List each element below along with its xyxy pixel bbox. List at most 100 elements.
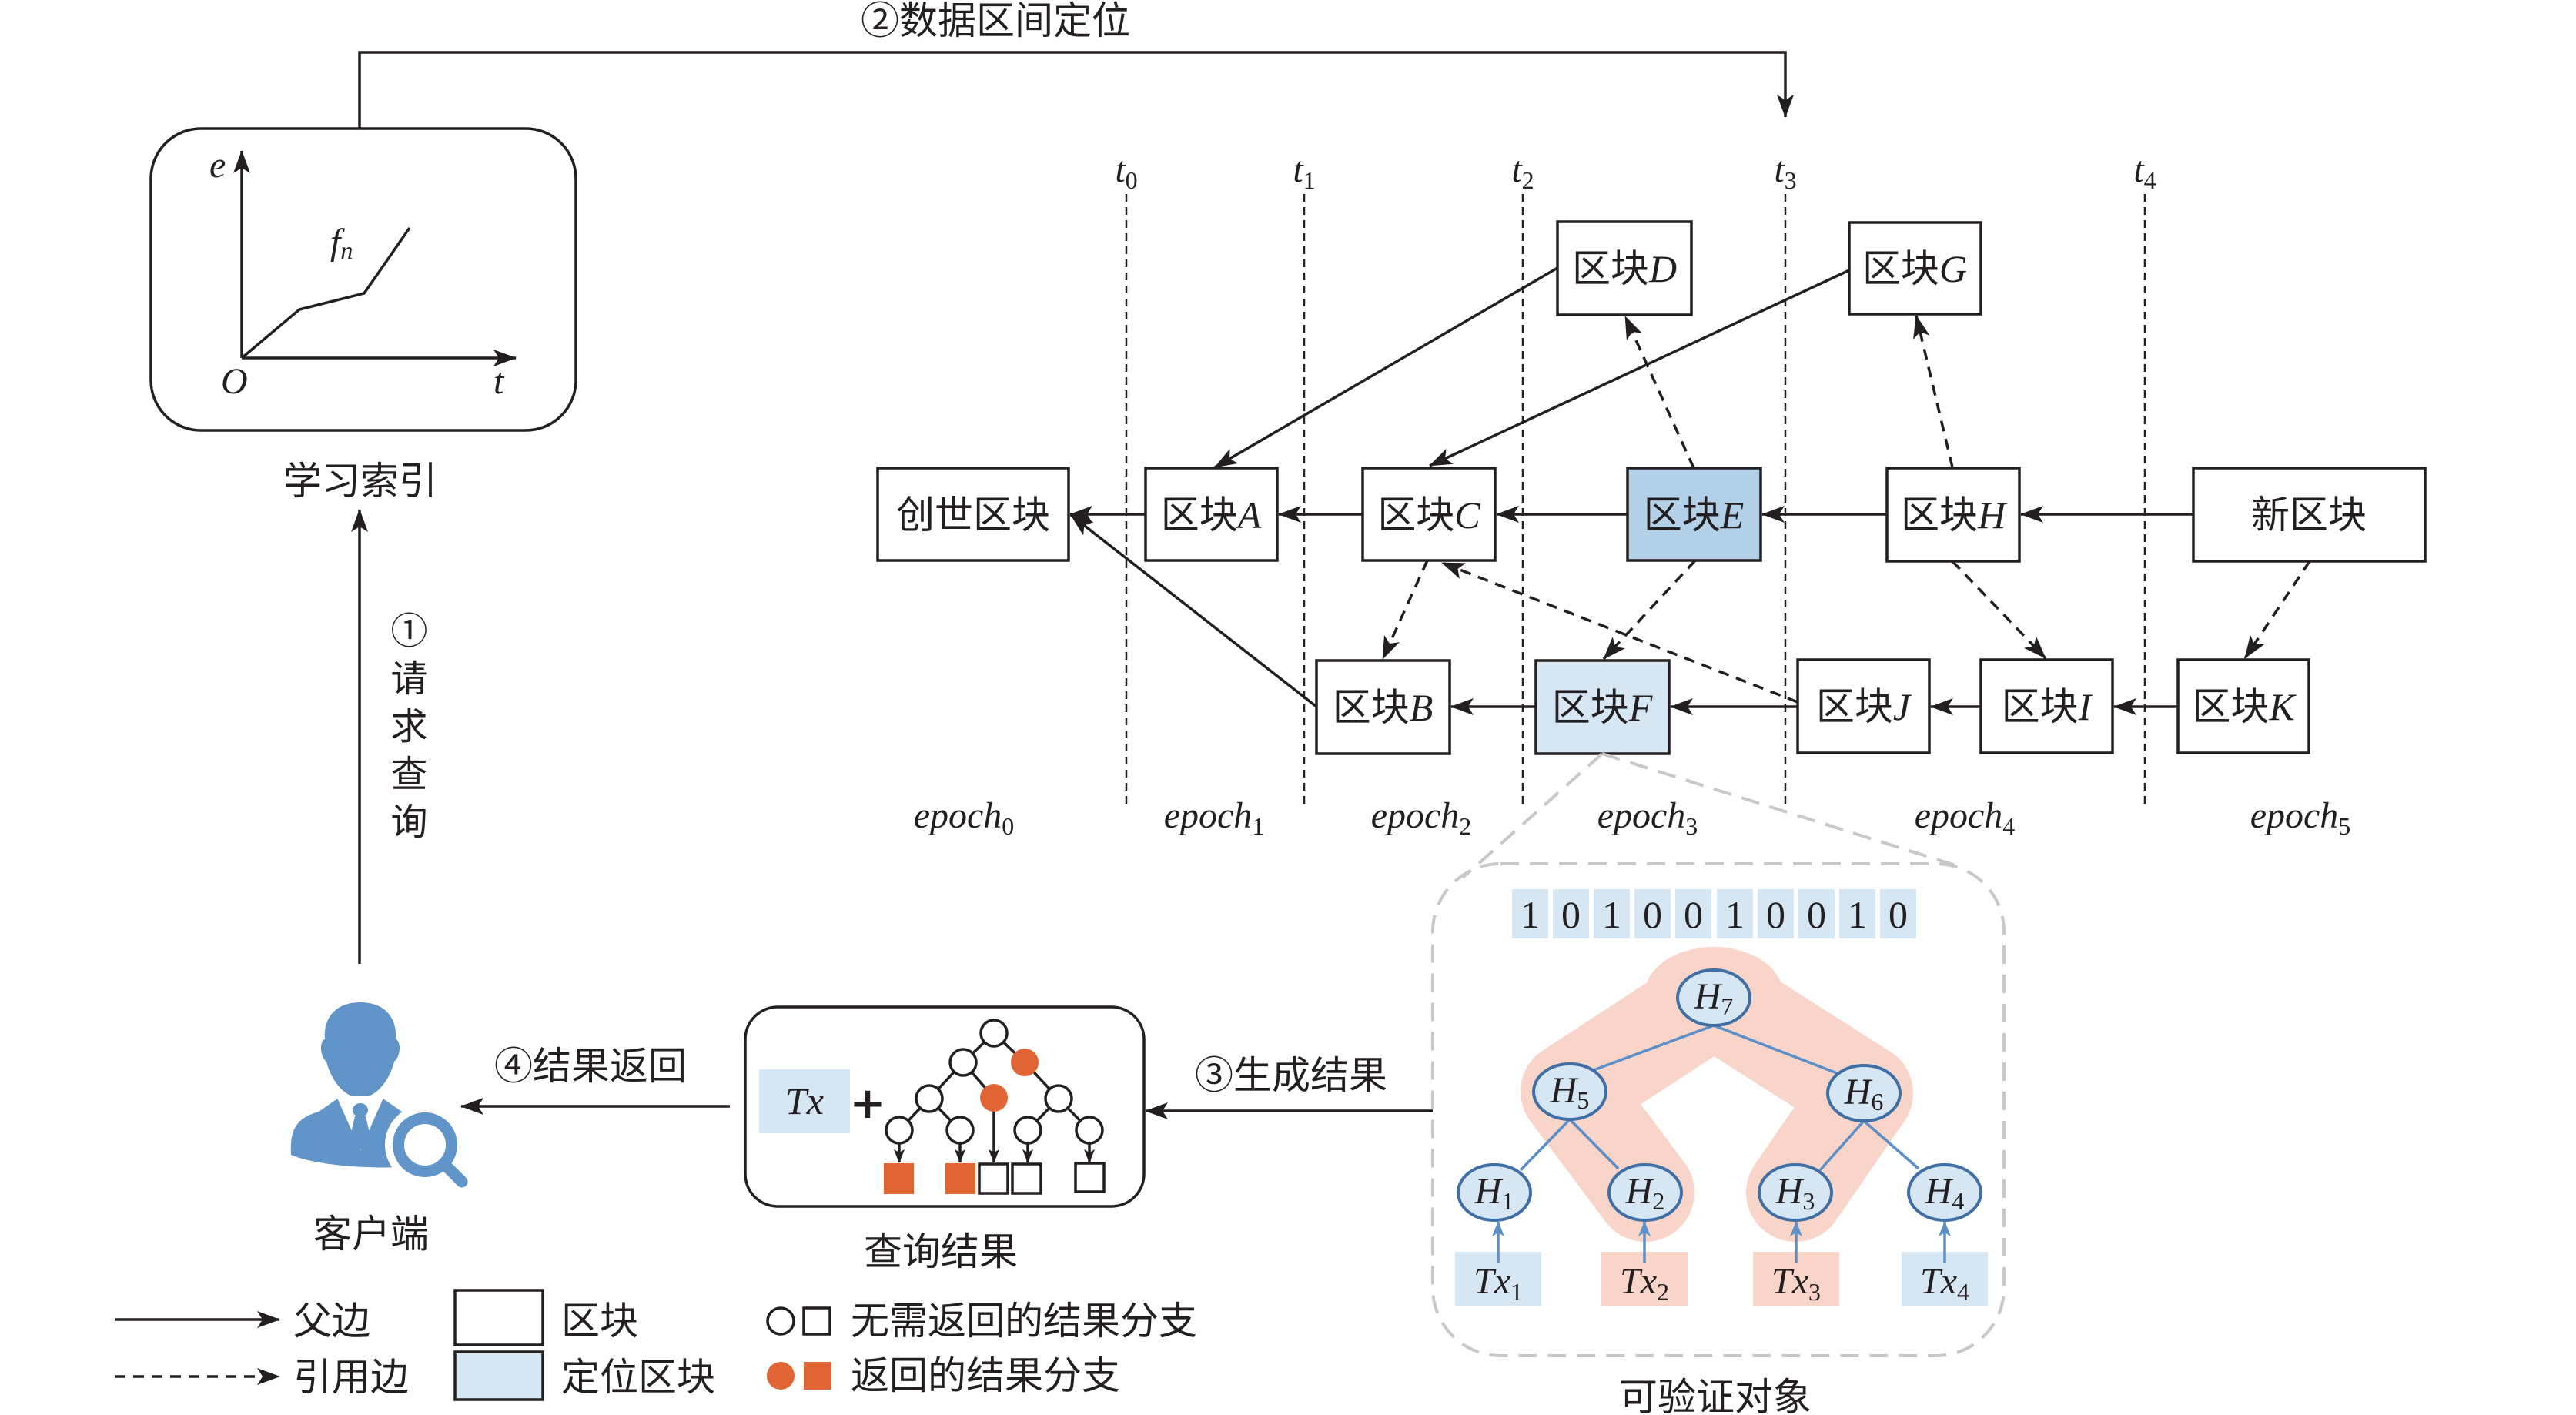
query-result-panel: Tx +	[744, 1005, 1146, 1208]
block-d: 区块D	[1556, 220, 1693, 316]
hash-sub: 6	[1871, 1088, 1883, 1116]
block-d-prefix: 区块	[1572, 247, 1649, 290]
block-new-box	[2192, 467, 2427, 563]
merkle-node-h7: H7	[1676, 968, 1751, 1027]
tree-leaf	[1011, 1162, 1042, 1195]
epoch-var: epoch	[1915, 795, 2003, 836]
legend-not-returned-square-icon	[802, 1306, 831, 1336]
legend-block-swatch	[453, 1289, 544, 1346]
origin-label: O	[221, 361, 248, 402]
verifiable-object-panel: 1 0 1 0 0 1 0 0 1 0 H7	[1431, 862, 2006, 1357]
block-d-box	[1556, 220, 1693, 316]
learned-index-box	[149, 127, 577, 432]
tx-label-1: Tx1	[1474, 1261, 1523, 1306]
merkle-node-h7-shape	[1676, 968, 1751, 1027]
client-head	[320, 1002, 400, 1098]
tx-box	[759, 1069, 850, 1133]
merkle-node-h2-label: H2	[1625, 1171, 1665, 1215]
time-label-t2: t2	[1511, 149, 1534, 194]
reference-edge-c-to-b	[1381, 560, 1429, 660]
legend-reference-edge-label: 引用边	[293, 1356, 409, 1399]
epoch-sub: 3	[1685, 812, 1698, 840]
tree-leaf	[978, 1162, 1009, 1195]
reference-edge-j-to-c	[1441, 561, 1798, 704]
legend-not-returned-label: 无需返回的结果分支	[851, 1300, 1197, 1343]
merkle-node-h2-shape	[1607, 1163, 1683, 1222]
epoch-var: epoch	[1371, 795, 1460, 836]
epoch-var: epoch	[914, 795, 1002, 836]
tree-node-n6	[885, 1116, 914, 1145]
legend-block-label: 区块	[561, 1300, 638, 1343]
time-sub: 4	[2144, 166, 2156, 194]
verifiable-object-label: 可验证对象	[1619, 1376, 1812, 1415]
block-b-label: 区块B	[1333, 686, 1434, 729]
bit-value: 1	[1602, 893, 1621, 936]
hash-var: H	[1775, 1171, 1805, 1212]
client-tie-knot	[353, 1103, 368, 1117]
block-a-letter: A	[1236, 493, 1262, 537]
parent-edge-b-to-genesis	[1069, 513, 1318, 708]
x-axis-label: t	[493, 361, 505, 402]
time-label-t0: t0	[1115, 149, 1137, 194]
tx-label-3: Tx3	[1771, 1261, 1821, 1306]
legend: 父边 引用边 区块 定位区块 无需返回的结果分支 返回的结果分支	[115, 1289, 1197, 1401]
bit-cell	[1512, 889, 1548, 938]
tree-node-n1	[948, 1048, 978, 1077]
plus-sign: +	[850, 1079, 886, 1129]
merkle-node-h6: H6	[1826, 1064, 1902, 1122]
hash-var: H	[1625, 1171, 1654, 1212]
merkle-node-h5-label: H5	[1550, 1070, 1590, 1114]
block-a: 区块A	[1144, 467, 1279, 562]
hash-sub: 4	[1952, 1187, 1964, 1215]
block-h: 区块H	[1885, 467, 2021, 563]
legend-returned-circle-icon	[767, 1362, 795, 1390]
tx-sub: 3	[1808, 1278, 1821, 1306]
bitmap: 1 0 1 0 0 1 0 0 1 0	[1512, 889, 1916, 938]
tree-node-n7	[945, 1116, 975, 1145]
epoch-sub: 5	[2338, 812, 2350, 840]
step-3-label: ③生成结果	[1195, 1054, 1387, 1097]
tree-node-n3	[915, 1084, 944, 1113]
block-b-letter: B	[1410, 686, 1434, 729]
time-sub: 0	[1126, 166, 1138, 194]
bit-cell	[1880, 889, 1916, 938]
block-i-letter: I	[2078, 685, 2093, 728]
block-j-box	[1796, 658, 1931, 754]
reference-edge-e-to-f	[1602, 559, 1697, 661]
query-result-label: 查询结果	[864, 1230, 1018, 1273]
legend-located-block-label: 定位区块	[561, 1356, 715, 1399]
bit-cell	[1675, 889, 1711, 938]
block-g-prefix: 区块	[1862, 247, 1939, 290]
block-e-letter: E	[1720, 493, 1745, 537]
block-d-letter: D	[1648, 247, 1677, 290]
block-h-prefix: 区块	[1901, 493, 1978, 537]
block-j-prefix: 区块	[1816, 685, 1893, 728]
block-a-box	[1144, 467, 1279, 562]
block-i-label: 区块I	[2002, 685, 2093, 728]
tx-sub: 2	[1657, 1278, 1669, 1306]
block-b-box	[1315, 659, 1451, 755]
magnifier-icon	[393, 1112, 457, 1177]
client-label: 客户端	[313, 1213, 429, 1256]
merkle-node-h1-label: H1	[1474, 1171, 1514, 1215]
epoch-label-3: epoch3	[1597, 795, 1698, 840]
blocks: 创世区块 区块A 区块C 区块E 区块H 新区块 区块D 区块G	[876, 220, 2427, 755]
reference-edges	[1381, 315, 2311, 704]
block-k-prefix: 区块	[2192, 685, 2269, 728]
legend-located-block-box	[453, 1350, 544, 1401]
time-label-t4: t4	[2133, 149, 2156, 194]
bit-value: 0	[1889, 893, 1908, 936]
block-j-letter: J	[1893, 685, 1912, 728]
epoch-sub: 2	[1459, 812, 1471, 840]
merkle-node-h4-shape	[1907, 1163, 1982, 1222]
bit-value: 0	[1807, 893, 1826, 936]
tree-node-n5	[1044, 1084, 1073, 1113]
tx-var: Tx	[1771, 1261, 1808, 1302]
hash-var: H	[1925, 1171, 1954, 1212]
epoch-var: epoch	[2250, 795, 2339, 836]
block-g-label: 区块G	[1862, 247, 1967, 290]
block-k-letter: K	[2268, 685, 2297, 728]
zoom-line-left	[1461, 752, 1604, 879]
parent-edge-g-to-c	[1429, 269, 1850, 467]
